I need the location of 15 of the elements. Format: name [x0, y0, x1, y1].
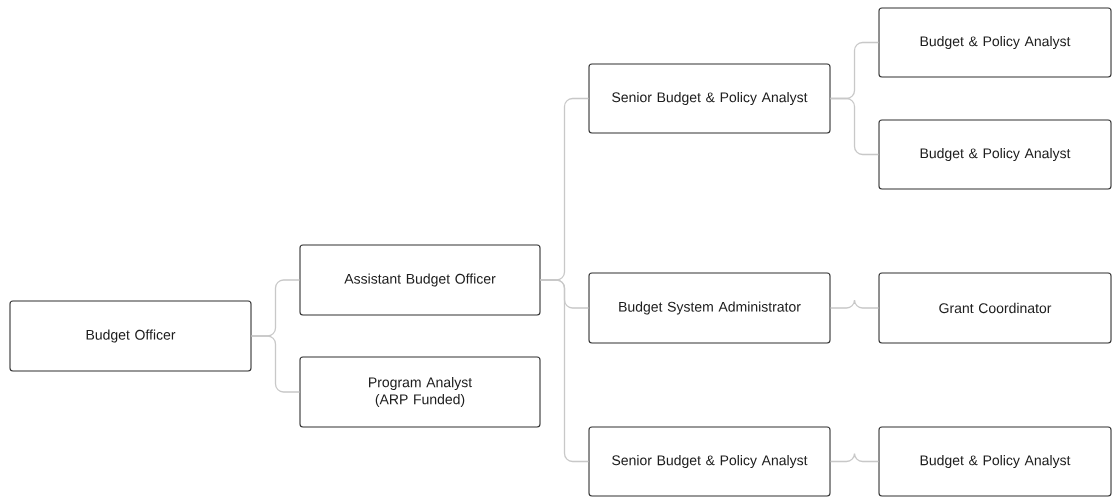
position-box: Grant Coordinator — [878, 272, 1112, 344]
position-box: Senior Budget & Policy Analyst — [588, 426, 831, 497]
connector — [539, 279, 590, 463]
position-box: Budget Officer — [9, 300, 252, 372]
position-box: Budget System Administrator — [588, 272, 831, 344]
position-box: Assistant Budget Officer — [299, 244, 541, 316]
position-box: Budget & Policy Analyst — [878, 7, 1112, 78]
connector — [250, 335, 301, 393]
position-box: Senior Budget & Policy Analyst — [588, 63, 831, 134]
connector — [829, 299, 880, 309]
position-box: Program Analyst (ARP Funded) — [299, 356, 541, 428]
connector — [829, 97, 880, 156]
position-box: Budget & Policy Analyst — [878, 426, 1112, 497]
position-box: Budget & Policy Analyst — [878, 119, 1112, 190]
connector — [829, 452, 880, 463]
